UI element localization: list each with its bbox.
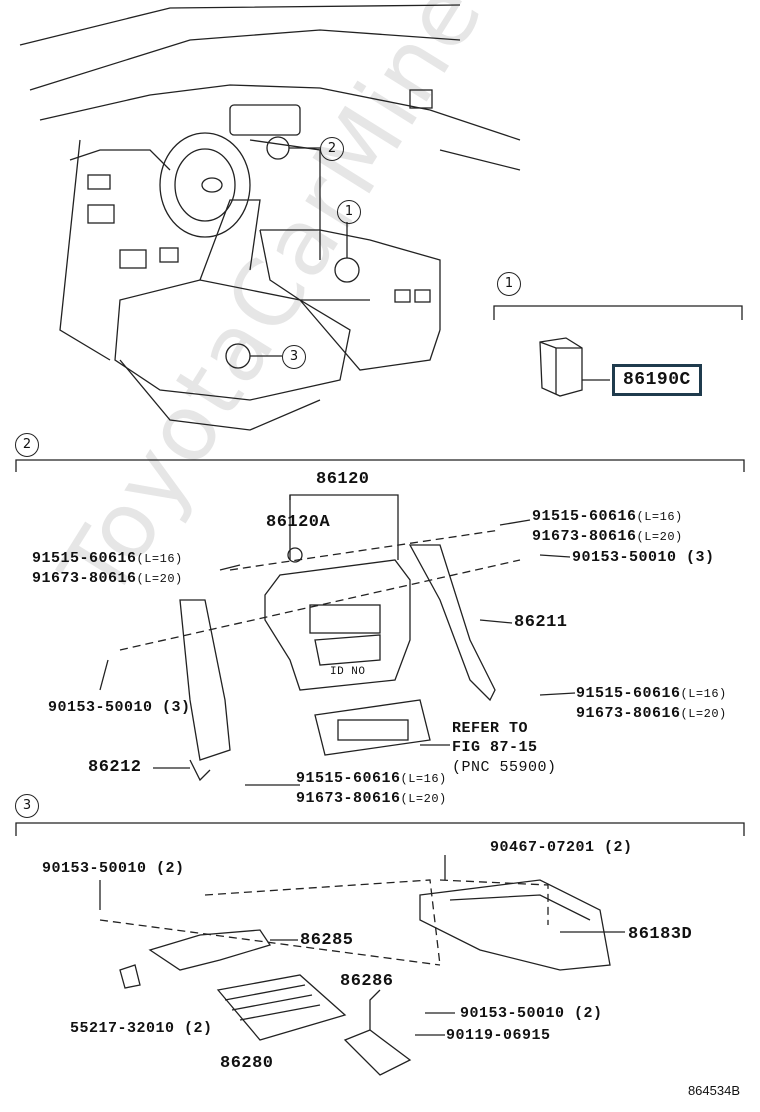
callout-3[interactable]: 3 xyxy=(282,345,306,369)
screw-90153-right-label[interactable]: 90153-50010 (3) xyxy=(572,549,715,566)
part-86286-label[interactable]: 86286 xyxy=(340,972,394,991)
part-86190c-label[interactable]: 86190C xyxy=(612,364,702,396)
screw-90467-label[interactable]: 90467-07201 (2) xyxy=(490,839,633,856)
part-86212-label[interactable]: 86212 xyxy=(88,758,142,777)
section-3-marker: 3 xyxy=(15,794,39,818)
callout-2[interactable]: 2 xyxy=(320,137,344,161)
bolt-91673-right-top-label[interactable]: 91673-80616(L=20) xyxy=(532,528,683,545)
screw-90153-a-label[interactable]: 90153-50010 (2) xyxy=(42,860,185,877)
part-86120-label[interactable]: 86120 xyxy=(316,470,370,489)
figure-code: 864534B xyxy=(687,1083,740,1098)
section-2-marker: 2 xyxy=(15,433,39,457)
bolt-91673-bottom-label[interactable]: 91673-80616(L=20) xyxy=(296,790,447,807)
id-no-text: ID NO xyxy=(330,666,366,678)
part-86280-label[interactable]: 86280 xyxy=(220,1054,274,1073)
bolt-91673-right-bottom-label[interactable]: 91673-80616(L=20) xyxy=(576,705,727,722)
refer-pnc-text: (PNC 55900) xyxy=(452,759,557,776)
dashboard-illustration xyxy=(19,4,521,431)
bolt-91515-right-bottom-label[interactable]: 91515-60616(L=16) xyxy=(576,685,727,702)
section3-bracket xyxy=(15,822,745,836)
bolt-90119-label[interactable]: 90119-06915 xyxy=(446,1027,551,1044)
part-86285-label[interactable]: 86285 xyxy=(300,931,354,950)
refer-fig-link[interactable]: FIG 87-15 xyxy=(452,739,538,756)
callout-1[interactable]: 1 xyxy=(337,200,361,224)
section2-bracket xyxy=(15,459,745,472)
section3-parts xyxy=(99,855,625,1076)
bolt-91673-left-label[interactable]: 91673-80616(L=20) xyxy=(32,570,183,587)
screw-90153-b-label[interactable]: 90153-50010 (2) xyxy=(460,1005,603,1022)
refer-to-text: REFER TO xyxy=(452,720,529,737)
bolt-91515-right-top-label[interactable]: 91515-60616(L=16) xyxy=(532,508,683,525)
section1-bracket xyxy=(493,305,743,397)
section-1-marker: 1 xyxy=(497,272,521,296)
part-86211-label[interactable]: 86211 xyxy=(514,613,568,632)
screw-90153-left-label[interactable]: 90153-50010 (3) xyxy=(48,699,191,716)
part-86120a-label[interactable]: 86120A xyxy=(266,513,331,532)
part-86183d-label[interactable]: 86183D xyxy=(628,925,693,944)
clip-55217-label[interactable]: 55217-32010 (2) xyxy=(70,1020,213,1037)
bolt-91515-left-label[interactable]: 91515-60616(L=16) xyxy=(32,550,183,567)
section2-parts xyxy=(99,494,576,786)
bolt-91515-bottom-label[interactable]: 91515-60616(L=16) xyxy=(296,770,447,787)
